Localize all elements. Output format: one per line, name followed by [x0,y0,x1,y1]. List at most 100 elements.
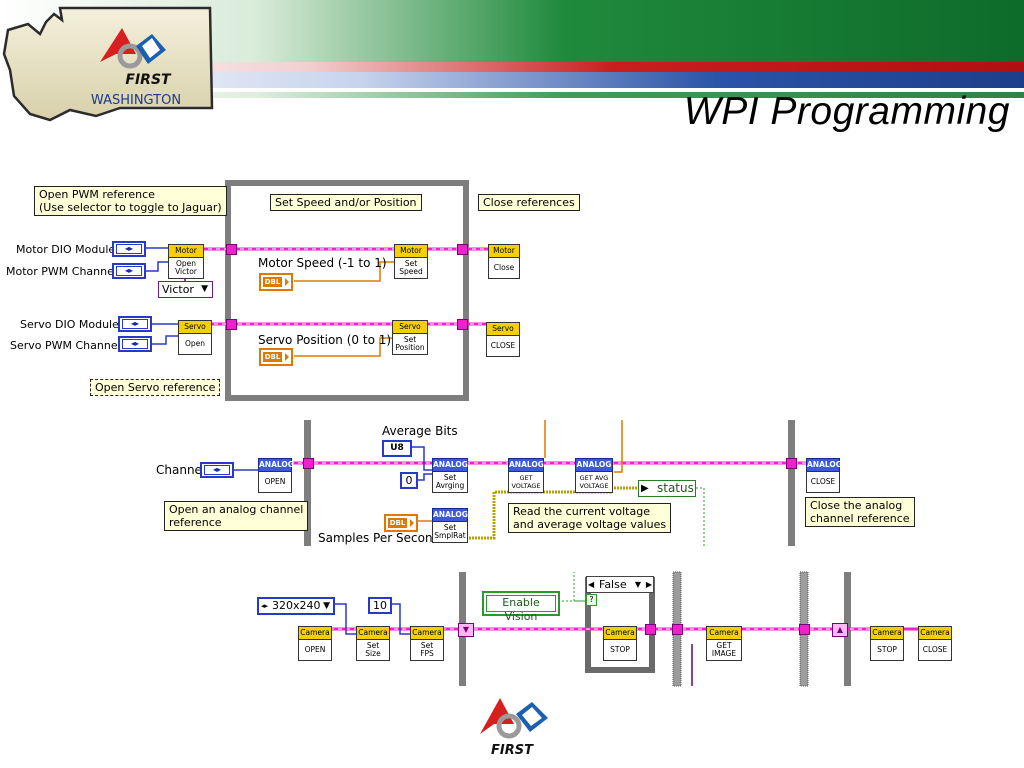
note-close-analog: Close the analog channel reference [805,497,915,527]
vi-set-rate-header[interactable]: ANALOG [432,508,468,522]
case-selector-terminal: ? [586,594,597,606]
resolution-value: 320x240 [272,599,321,612]
vi-servo-close-header[interactable]: Servo [486,322,520,336]
resolution-selector[interactable]: ◂▸ 320x240 ▼ [257,597,335,615]
vi-motor-set-header[interactable]: Motor [394,244,428,258]
motor-dio-control[interactable]: ◂▸ [112,241,146,257]
status-indicator: ▶ status [638,480,696,497]
label-motor-dio: Motor DIO Module [16,243,116,256]
vi-servo-set-body[interactable]: Set Position [392,333,428,355]
servo-position-control[interactable]: DBL [259,348,293,366]
note-close-analog-line1: Close the analog [810,499,903,512]
vi-servo-set-header[interactable]: Servo [392,320,428,334]
note-open-pwm: Open PWM reference (Use selector to togg… [34,186,227,216]
note-open-analog-line2: reference [169,516,222,529]
servo-position-wire [294,337,392,357]
vi-camera-open-body[interactable]: OPEN [298,639,332,661]
slide-title: WPI Programming [683,90,1010,133]
victor-selector[interactable]: Victor ▼ [158,281,213,298]
samples-control[interactable]: DBL [384,514,418,532]
vi-servo-open-header[interactable]: Servo [178,320,212,334]
fps-constant[interactable]: 10 [368,597,392,614]
ring-icon: ◂▸ [116,244,142,254]
average-constant[interactable]: 0 [400,472,418,489]
header-white-stripe [0,88,1024,92]
vi-camera-close-header[interactable]: Camera [918,626,952,640]
servo-pwm-control[interactable]: ◂▸ [118,336,152,352]
case-selector-value: False [599,578,627,591]
vi-motor-close-header[interactable]: Motor [488,244,520,258]
case-selector[interactable]: ◀ False ▼ ▶ [586,576,654,593]
case-dropdown-icon[interactable]: ▼ [634,580,641,589]
case-left-arrow-icon[interactable]: ◀ [588,580,595,589]
first-logo-text: FIRST [125,72,172,88]
fps-wire [386,603,410,635]
vi-camera-set-size-header[interactable]: Camera [356,626,390,640]
vi-set-averaging-body[interactable]: Set Avrging [432,471,468,493]
average-bits-type: U8 [390,443,404,453]
average-bits-wire [410,446,432,471]
vi-motor-open-body[interactable]: Open Victor [168,257,204,279]
motor-speed-control[interactable]: DBL [259,273,293,291]
label-channel: Channel [156,463,206,477]
dropdown-arrow-icon: ▼ [323,601,330,611]
vi-motor-open-header[interactable]: Motor [168,244,204,258]
vi-camera-get-image-body[interactable]: GET IMAGE [706,639,742,661]
vi-camera-set-fps-body[interactable]: Set FPS [410,639,444,661]
vi-get-voltage-body[interactable]: GET VOLTAGE [508,471,544,493]
frame3-tunnel [799,624,810,635]
label-average-bits: Average Bits [382,424,458,438]
ring-arrows-icon: ◂▸ [261,602,269,610]
vi-camera-open-header[interactable]: Camera [298,626,332,640]
vi-analog-open-header[interactable]: ANALOG [258,458,294,472]
resolution-wire [334,603,356,635]
note-open-analog: Open an analog channel reference [164,501,309,531]
vi-set-averaging-header[interactable]: ANALOG [432,458,468,472]
analog-tunnel-left [303,458,314,469]
vi-camera-set-fps-header[interactable]: Camera [410,626,444,640]
note-open-pwm-line2: (Use selector to toggle to Jaguar) [39,201,222,214]
vi-set-rate-body[interactable]: Set SmplRat [432,521,468,543]
note-read-voltage: Read the current voltage and average vol… [508,503,672,533]
note-close-analog-line2: channel reference [810,512,910,525]
label-servo-position: Servo Position (0 to 1) [258,333,392,347]
vi-get-avg-voltage-body[interactable]: GET AVG VOLTAGE [575,471,613,493]
vi-camera-stop-header[interactable]: Camera [870,626,904,640]
enable-vision-control[interactable]: Enable Vision [482,591,560,623]
vi-motor-set-body[interactable]: Set Speed [394,257,428,279]
vi-analog-close-header[interactable]: ANALOG [806,458,842,472]
servo-tunnel-right [457,319,468,330]
vi-get-avg-voltage-header[interactable]: ANALOG [575,458,613,472]
motor-speed-wire [294,261,394,282]
vi-camera-get-image-header[interactable]: Camera [706,626,742,640]
servo-position-type: DBL [263,352,282,362]
servo-pwm-wire [152,335,178,345]
vi-camera-set-size-body[interactable]: Set Size [356,639,390,661]
vi-get-voltage-header[interactable]: ANALOG [508,458,544,472]
ring-icon: ◂▸ [116,266,142,276]
vi-camera-stop-case-body[interactable]: STOP [603,639,637,661]
vi-camera-stop-body[interactable]: STOP [870,639,904,661]
vi-servo-close-body[interactable]: CLOSE [486,335,520,357]
vi-analog-open-body[interactable]: OPEN [258,471,292,493]
vi-camera-close-body[interactable]: CLOSE [918,639,952,661]
motor-speed-type: DBL [263,277,282,287]
washington-text: WASHINGTON [91,93,181,108]
up-arrow-icon: ▲ [836,625,844,634]
washington-state-map [2,6,214,122]
case-right-arrow-icon[interactable]: ▶ [645,580,652,589]
status-arrow-icon: ▶ [641,483,649,494]
vi-camera-stop-case-header[interactable]: Camera [603,626,637,640]
label-motor-speed: Motor Speed (-1 to 1) [258,256,387,270]
average-bits-control[interactable]: U8 [382,440,412,457]
get-avg-voltage-out-wire [614,420,623,473]
enable-vision-label: Enable Vision [486,595,556,623]
vi-servo-open-body[interactable]: Open [178,333,212,355]
vi-analog-close-body[interactable]: CLOSE [806,471,840,493]
ring-icon: ◂▸ [122,319,148,329]
note-read-voltage-line1: Read the current voltage [513,505,650,518]
motor-pwm-control[interactable]: ◂▸ [112,263,146,279]
vi-motor-close-body[interactable]: Close [488,257,520,279]
servo-dio-control[interactable]: ◂▸ [118,316,152,332]
channel-control[interactable]: ◂▸ [200,462,234,478]
